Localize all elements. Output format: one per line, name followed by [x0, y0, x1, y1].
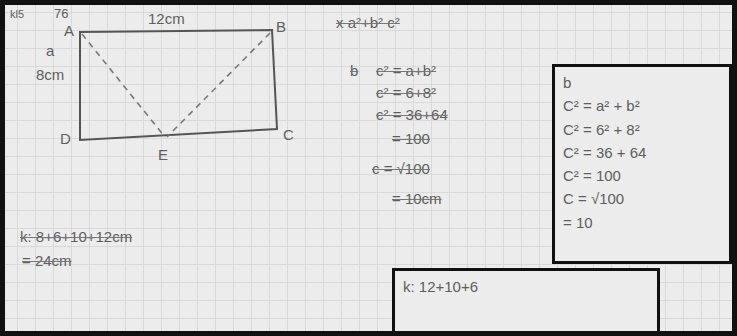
dashed-line [82, 34, 165, 137]
equation-line: C² = 100 [563, 164, 719, 187]
crossed-work: c² = 36+64 [376, 106, 448, 124]
crossed-work: k: 8+6+10+12cm [20, 228, 132, 246]
side-label: a [46, 42, 54, 60]
equation-line: C² = 6² + 8² [563, 118, 719, 141]
page-note: kl5 [10, 8, 24, 21]
answer-box: bC² = a² + b²C² = 6² + 8²C² = 36 + 64C² … [552, 64, 732, 264]
exercise-number: 76 [54, 6, 68, 22]
rectangle-outline [80, 30, 277, 140]
dimension: 12cm [148, 10, 185, 28]
dashed-line [167, 33, 270, 137]
crossed-work: c² = a+b² [376, 62, 436, 80]
crossed-work: b [350, 62, 358, 80]
crossed-work: c = √100 [372, 160, 430, 178]
equation-line: C = √100 [563, 187, 719, 210]
dimension: 8cm [36, 66, 64, 84]
equation-line: C² = a² + b² [563, 94, 719, 117]
equation-line: b [563, 71, 719, 94]
answer-box: k: 12+10+6 [392, 268, 660, 336]
crossed-work: = 24cm [22, 252, 72, 270]
equation-line: C² = 36 + 64 [563, 141, 719, 164]
crossed-work: = 100 [392, 130, 430, 148]
equation-line: k: 12+10+6 [403, 275, 647, 298]
crossed-work: = 10cm [392, 190, 442, 208]
point-label: E [158, 146, 168, 164]
vertex-label: D [60, 130, 71, 148]
crossed-work: c² = 6+8² [376, 84, 436, 102]
vertex-label: C [283, 126, 294, 144]
equation-line: = 10 [563, 211, 719, 234]
vertex-label: A [64, 22, 74, 40]
vertex-label: B [276, 18, 286, 36]
crossed-work: x a²+b² c² [336, 14, 400, 32]
